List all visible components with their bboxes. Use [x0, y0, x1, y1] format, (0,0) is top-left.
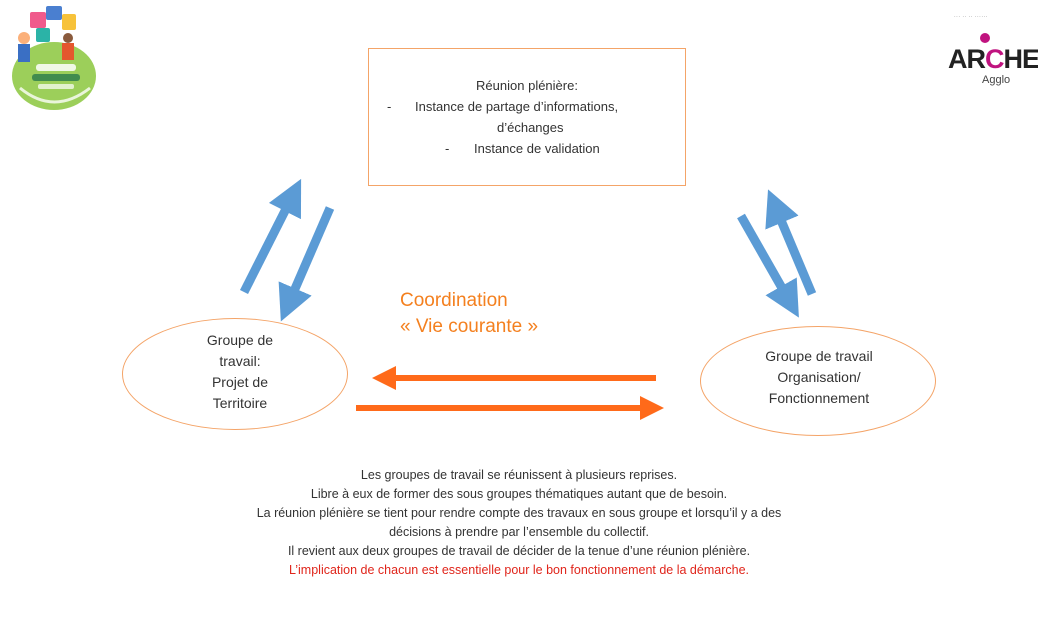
bullet-dash: - — [445, 141, 450, 156]
groupe-organisation-line3: Fonctionnement — [768, 390, 870, 406]
pleniere-item-validation-label: Instance de validation — [474, 141, 600, 156]
pleniere-list: - Instance de partage d’informations, d’… — [369, 96, 685, 159]
arche-logo-word: ARCHE — [948, 44, 1038, 74]
coordination-title: Coordination — [400, 290, 508, 311]
arrow-from-pleniere-left — [278, 206, 335, 322]
arche-agglo-logo: ··· ·· ·· ······ ARCHE Agglo — [940, 14, 1038, 94]
pleniere-item-partage: - Instance de partage d’informations, — [369, 96, 685, 117]
note-line: La réunion plénière se tient pour rendre… — [256, 506, 782, 520]
arrow-from-pleniere-right — [737, 213, 799, 318]
pleniere-item-partage-label: Instance de partage d’informations, — [415, 99, 619, 114]
notes-block: Les groupes de travail se réunissent à p… — [0, 466, 1038, 580]
note-emphasis: L’implication de chacun est essentielle … — [288, 563, 749, 577]
note-line: Il revient aux deux groupes de travail d… — [287, 544, 751, 558]
arrow-to-pleniere-right — [765, 189, 817, 296]
note-line: Libre à eux de former des sous groupes t… — [310, 487, 728, 501]
pleniere-item-partage-continuation: d’échanges — [497, 120, 564, 135]
groupe-territoire-line2: travail: — [219, 353, 261, 369]
coordination-label: Coordination « Vie courante » — [400, 288, 538, 340]
groupe-territoire-line4: Territoire — [212, 395, 268, 411]
groupe-territoire-label: Groupe de travail: Projet de Territoire — [180, 330, 300, 414]
groupe-territoire-line3: Projet de — [211, 374, 269, 390]
note-line: Les groupes de travail se réunissent à p… — [360, 468, 678, 482]
groupe-organisation-line2: Organisation/ — [777, 369, 861, 385]
bullet-dash: - — [387, 99, 392, 114]
coordination-subtitle: « Vie courante » — [400, 316, 539, 337]
community-project-logo-icon — [6, 4, 106, 114]
arrow-to-pleniere-left — [239, 178, 302, 295]
reunion-pleniere-box: Réunion plénière: - Instance de partage … — [368, 48, 686, 186]
groupe-territoire-ellipse — [122, 318, 348, 430]
pleniere-item-validation: - Instance de validation — [369, 138, 685, 159]
note-line: décisions à prendre par l’ensemble du co… — [389, 525, 649, 539]
arche-logo-subtitle: Agglo — [982, 74, 1011, 86]
arche-logo-dot-icon — [980, 33, 990, 43]
groupe-organisation-ellipse — [700, 326, 936, 436]
groupe-organisation-line1: Groupe de travail — [765, 348, 873, 364]
pleniere-title: Réunion plénière: — [476, 78, 578, 93]
groupe-organisation-label: Groupe de travail Organisation/ Fonction… — [712, 346, 926, 409]
arche-logo-tagline: ··· ·· ·· ······ — [954, 14, 988, 20]
groupe-territoire-line1: Groupe de — [206, 332, 274, 348]
